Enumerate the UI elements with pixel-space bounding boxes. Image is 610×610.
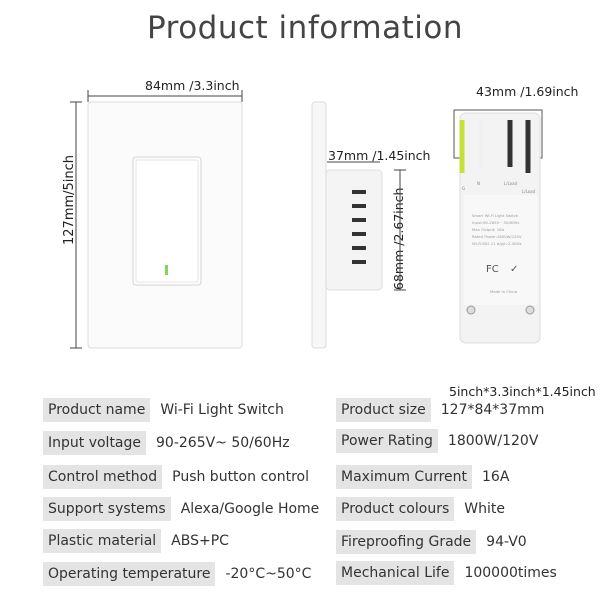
- fc-logo: FC: [486, 264, 499, 275]
- spec-value: Push button control: [172, 469, 309, 485]
- side-view-drawing: [311, 101, 406, 349]
- spec-row-product-colours: Product colours White: [336, 497, 505, 521]
- spec-value: 16A: [482, 469, 510, 485]
- label-line: Rated Power:1800W/120V: [472, 234, 522, 239]
- spec-label: Product size: [336, 398, 431, 422]
- led-indicator: [165, 265, 168, 275]
- side-depth-label: 37mm /1.45inch: [328, 148, 431, 163]
- spec-row-maximum-current: Maximum Current 16A: [336, 465, 509, 489]
- spec-row-operating-temperature: Operating temperature -20°C~50°C: [43, 562, 311, 586]
- spec-label: Product colours: [336, 497, 455, 521]
- spec-label: Plastic material: [43, 529, 162, 553]
- spec-value: 94-V0: [486, 534, 527, 550]
- spec-row-fireproofing-grade: Fireproofing Grade 94-V0: [336, 530, 527, 554]
- label-line: Smart Wi-Fi Light Switch: [472, 213, 519, 218]
- spec-row-mechanical-life: Mechanical Life 100000times: [336, 561, 557, 585]
- wire-label-n: N: [477, 181, 480, 186]
- spec-value: 90-265V~ 50/60Hz: [156, 435, 290, 451]
- check-icon: ✓: [510, 264, 518, 275]
- label-line: Wi-Fi:802.11 b/g/n 2.4GHz: [472, 241, 522, 246]
- spec-value: ABS+PC: [171, 533, 229, 549]
- spec-label: Input voltage: [43, 431, 147, 455]
- spec-value: Wi-Fi Light Switch: [160, 402, 284, 418]
- spec-label: Mechanical Life: [336, 561, 455, 585]
- back-width-label: 43mm /1.69inch: [476, 84, 579, 99]
- spec-value: Alexa/Google Home: [180, 501, 320, 517]
- spec-row-input-voltage: Input voltage 90-265V~ 50/60Hz: [43, 431, 290, 455]
- spec-value: 127*84*37mm: [440, 402, 545, 418]
- spec-row-plastic-material: Plastic material ABS+PC: [43, 529, 229, 553]
- spec-row-support-systems: Support systems Alexa/Google Home: [43, 497, 319, 521]
- spec-label: Power Rating: [336, 429, 438, 453]
- spec-label: Operating temperature: [43, 562, 216, 586]
- spec-row-product-size: Product size 127*84*37mm: [336, 398, 544, 422]
- spec-value: 100000times: [464, 565, 557, 581]
- wire-label-load: L/Load: [504, 181, 518, 186]
- size-inch-label: 5inch*3.3inch*1.45inch: [449, 384, 596, 399]
- wire-label-g: G: [462, 186, 465, 191]
- front-width-label: 84mm /3.3inch: [145, 78, 240, 93]
- spec-label: Maximum Current: [336, 465, 473, 489]
- spec-value: White: [464, 501, 505, 517]
- spec-row-control-method: Control method Push button control: [43, 465, 309, 489]
- spec-value: -20°C~50°C: [225, 566, 312, 582]
- wire-label-load2: L/Load: [522, 189, 536, 194]
- spec-label: Product name: [43, 398, 151, 422]
- spec-label: Support systems: [43, 497, 171, 521]
- spec-row-product-name: Product name Wi-Fi Light Switch: [43, 398, 284, 422]
- page-title: Product information: [147, 10, 463, 46]
- made-in-label: Made In China: [490, 289, 517, 294]
- front-view-drawing: [70, 90, 243, 349]
- label-line: Input:90-265V~ 50/60Hz: [472, 220, 519, 225]
- label-line: Max Output: 16A: [472, 227, 505, 232]
- spec-label: Control method: [43, 465, 163, 489]
- spec-row-power-rating: Power Rating 1800W/120V: [336, 429, 538, 453]
- back-view-drawing: G N L/Load L/Load Smart Wi-Fi Light Swit…: [453, 109, 543, 344]
- spec-label: Fireproofing Grade: [336, 530, 477, 554]
- spec-value: 1800W/120V: [447, 433, 539, 449]
